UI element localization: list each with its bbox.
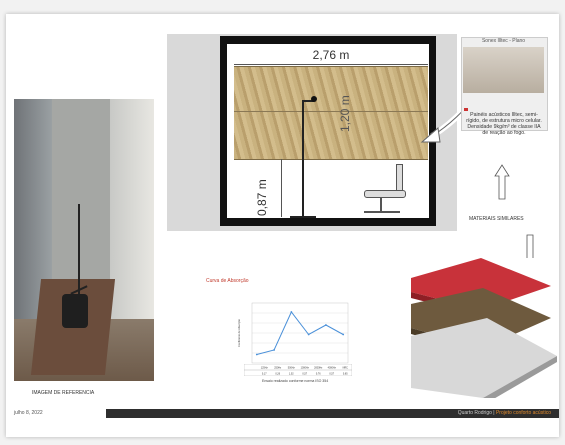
chart-point <box>307 333 310 336</box>
base-height-line <box>281 159 282 217</box>
similar-materials-label: MATERIAIS SIMILARES <box>469 216 524 222</box>
table-value-cell: 0,76 <box>316 373 321 376</box>
mic-stand <box>302 100 304 218</box>
mic-icon <box>311 96 317 102</box>
table-header-cell: 4000Hz <box>328 367 337 370</box>
table-value-cell: 0,57 <box>329 373 334 376</box>
chart-y-label: Coeficiente de Absorção <box>237 318 241 347</box>
reference-caption: IMAGEM DE REFERENCIA <box>32 390 95 396</box>
chart-point <box>273 349 275 351</box>
material-samples-image <box>411 258 559 398</box>
absorption-table: 125Hz 0,17 250Hz 0,26 500Hz 1,02 1000Hz 0,57 200… <box>244 364 352 376</box>
room-ceiling <box>220 36 436 44</box>
chair-seat <box>364 190 406 198</box>
mic-boom <box>302 100 314 102</box>
sample-description: Painéis acústicos Illtec, semi-rígido, d… <box>466 112 542 136</box>
chart-point <box>342 333 345 336</box>
footer-bar <box>6 409 559 418</box>
table-value-cell: 0,57 <box>302 373 307 376</box>
base-height-label: 0,87 m <box>255 179 269 216</box>
table-header-cell: 1000Hz <box>301 367 310 370</box>
table-value-cell: 1,02 <box>289 373 294 376</box>
panel-seam <box>234 111 428 112</box>
table-value-cell: 0,26 <box>275 373 280 376</box>
table-value-cell: 0,17 <box>262 373 267 376</box>
chair-base <box>364 211 400 213</box>
page-sheet: IMAGEM DE REFERENCIA 2,76 m 1,20 m 0,87 … <box>6 14 559 437</box>
photo-chair <box>62 294 88 328</box>
footer-project-accent: Projeto conforto acústico <box>495 410 551 416</box>
table-value-cell: 0,65 <box>343 373 348 376</box>
sample-image <box>463 47 544 93</box>
table-header-cell: NRC <box>343 367 348 370</box>
table-header-cell: 2000Hz <box>314 367 323 370</box>
chair-leg <box>380 197 382 211</box>
reference-photo <box>14 99 154 381</box>
photo-mic-stand <box>78 204 80 294</box>
table-header-cell: 250Hz <box>274 367 282 370</box>
chart-point <box>325 324 327 326</box>
sample-title: Sonex Illtec - Plano <box>481 38 526 44</box>
width-dimension-line <box>234 64 428 65</box>
acoustic-panel <box>234 66 428 160</box>
table-header-cell: 125Hz <box>261 367 269 370</box>
sample-marker <box>464 108 468 111</box>
footer-project-prefix: Quarto Rodrigo <box>457 410 492 416</box>
chart-title: Curva de Absorção <box>206 278 249 284</box>
chart-caption: Ensaio realizado conforme norma ISO 354 <box>262 379 329 383</box>
table-header-cell: 500Hz <box>288 367 296 370</box>
footer-project: Quarto Rodrigo | Projeto conforto acústi… <box>457 410 551 416</box>
footer-date: julho 8, 2022 <box>6 409 106 418</box>
panel-height-label: 1,20 m <box>338 95 352 132</box>
chart-series-line <box>256 311 344 355</box>
mic-base <box>290 216 316 218</box>
chart-point <box>255 353 258 356</box>
width-dimension-label: 2,76 m <box>312 48 350 62</box>
arrow-up-icon <box>494 164 510 200</box>
chart-point <box>290 311 293 313</box>
room-floor <box>220 218 436 226</box>
